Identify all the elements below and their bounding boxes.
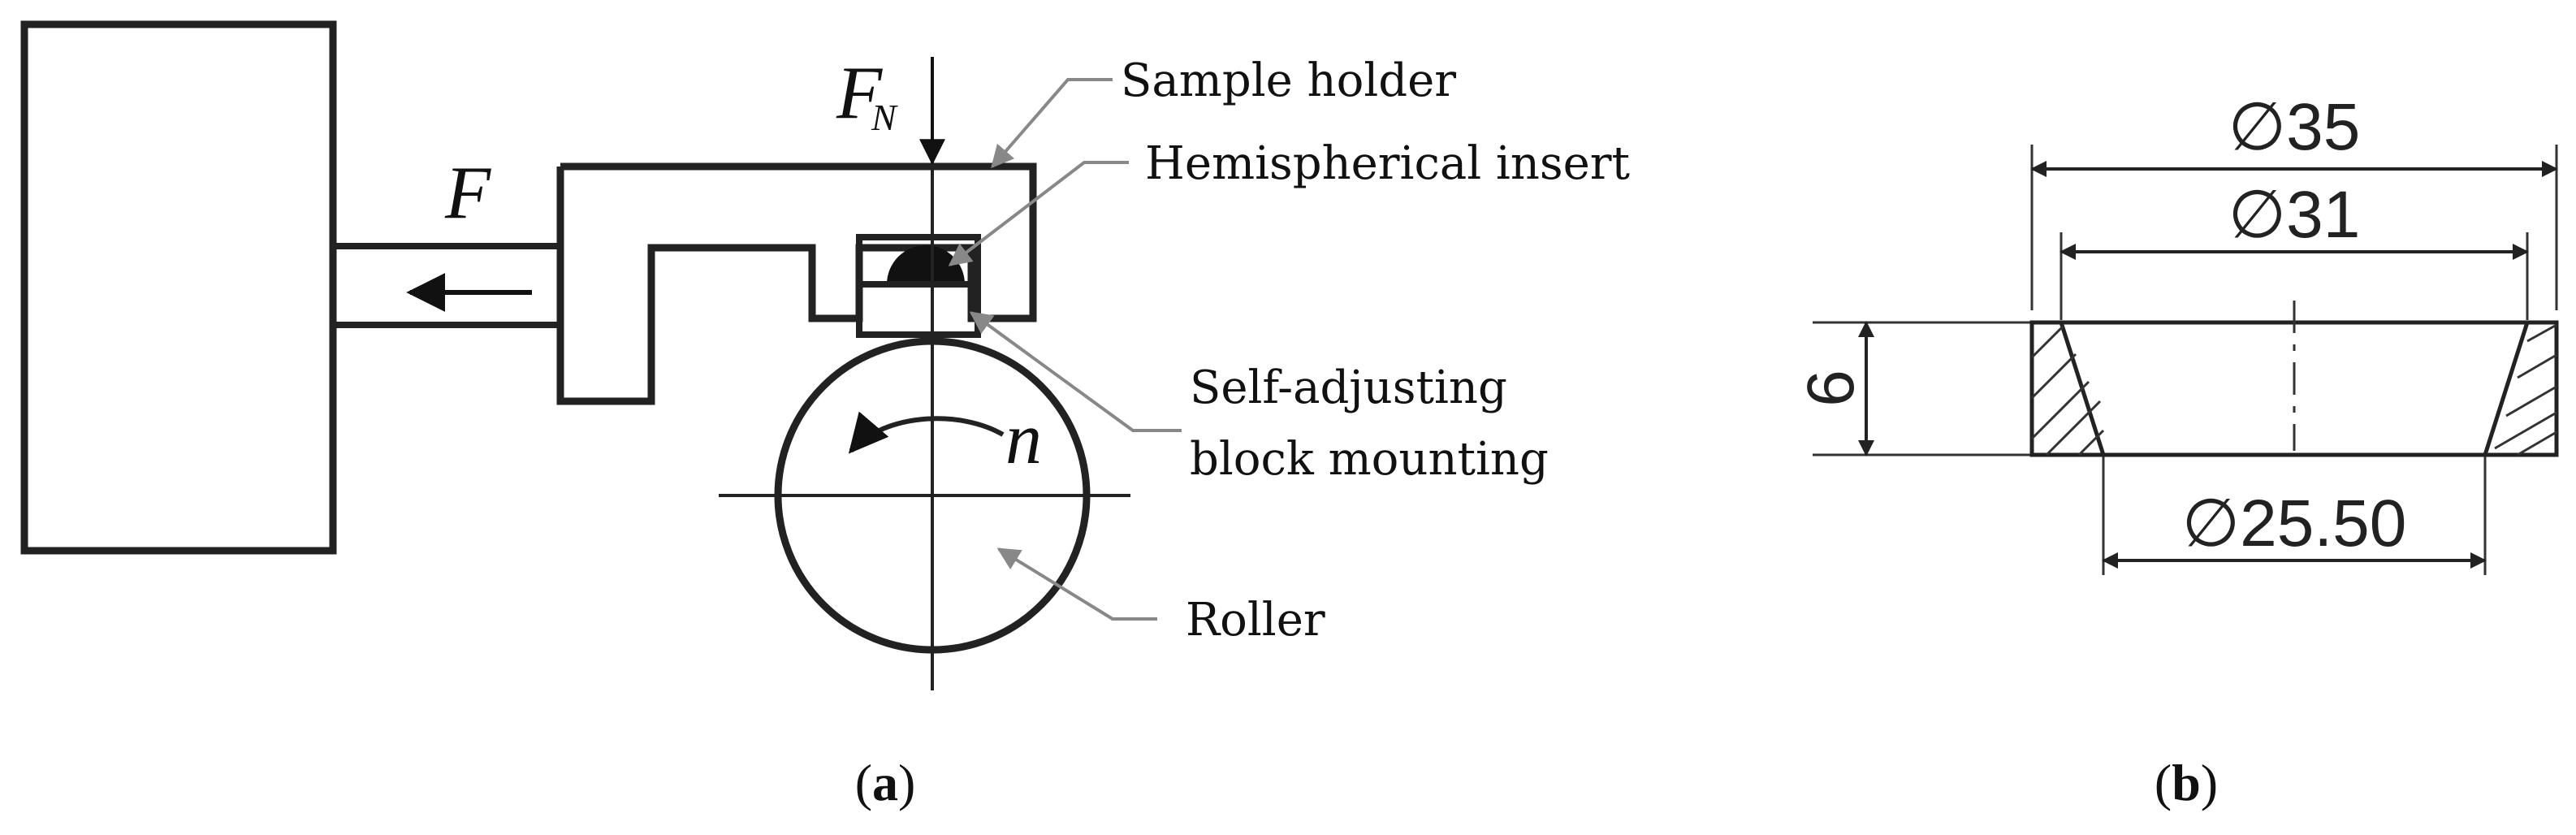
dim-outer-text: ∅35 (2228, 90, 2361, 164)
label-self-adjusting-line2: block mounting (1190, 433, 1549, 486)
rotation-arrow (848, 411, 1005, 454)
dim-inner-top-text: ∅31 (2228, 178, 2361, 252)
hatch-right (2494, 323, 2557, 456)
leader-self-adjusting (969, 311, 1182, 432)
dim-thickness-text: 6 (1794, 370, 1868, 407)
leader-hemispherical-insert (948, 161, 1129, 266)
label-self-adjusting-line1: Self-adjusting (1190, 361, 1507, 414)
leader-roller (996, 547, 1157, 621)
caption-b: (b) (2155, 754, 2218, 811)
panel-a-schematic: F N F n Sample holder Hemispherical inse… (20, 20, 1631, 811)
caption-a: (a) (855, 754, 916, 811)
rotation-symbol: n (1005, 399, 1042, 479)
label-roller: Roller (1186, 594, 1325, 647)
dim-inner-bottom-text: ∅25.50 (2182, 487, 2407, 560)
label-hemispherical-insert: Hemispherical insert (1145, 137, 1631, 190)
self-adjusting-block (856, 281, 981, 338)
force-symbol: F (444, 151, 491, 234)
machine-block (20, 20, 337, 555)
panel-b-drawing: ∅35 ∅31 ∅25.50 6 (b) (1794, 90, 2559, 811)
normal-force-subscript: N (871, 97, 898, 138)
hatch-left (2030, 325, 2105, 456)
bore-right-edge (2483, 322, 2530, 456)
label-sample-holder: Sample holder (1121, 54, 1456, 107)
hemispherical-insert (887, 245, 965, 284)
leader-sample-holder (991, 78, 1113, 169)
normal-force-symbol: F (836, 51, 883, 134)
